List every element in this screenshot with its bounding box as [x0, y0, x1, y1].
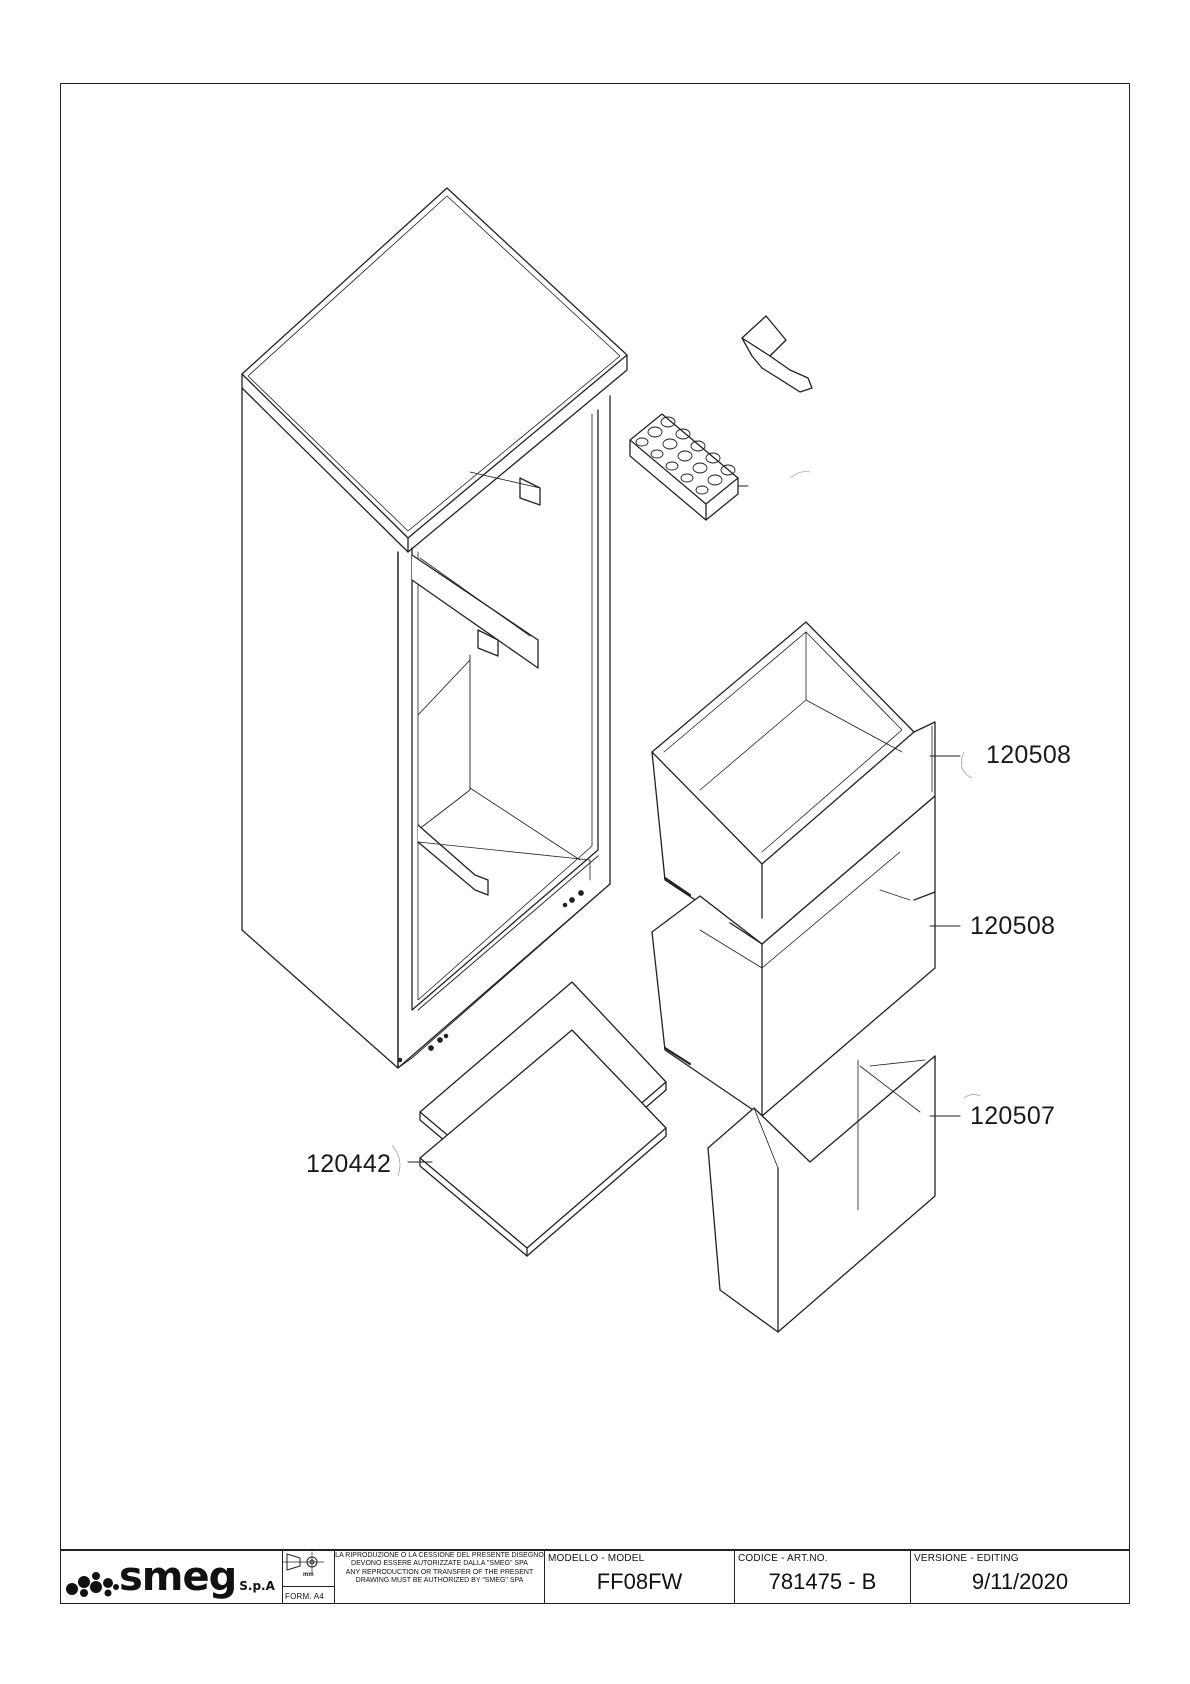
- logo-wordmark: smeg: [119, 1554, 237, 1600]
- version-label: VERSIONE - EDITING: [914, 1553, 1019, 1564]
- callout-120508-top: 120508: [986, 741, 1072, 769]
- model-label: MODELLO - MODEL: [548, 1553, 645, 1564]
- notice-english: ANY REPRODUCTION OR TRANSFER OF THE PRES…: [345, 1569, 534, 1584]
- form-label: FORM. A4: [285, 1592, 324, 1601]
- crisper-drawer-bottom: [707, 1055, 936, 1333]
- projection-symbol: [281, 1551, 325, 1573]
- model-field: MODELLO - MODEL FF08FW: [545, 1550, 735, 1603]
- smeg-logo: smeg S.p.A: [61, 1550, 283, 1603]
- fridge-cabinet: [241, 187, 628, 1069]
- code-field: CODICE - ART.NO. 781475 - B: [735, 1550, 911, 1603]
- version-value: 9/11/2020: [971, 1568, 1069, 1594]
- glass-shelves: [419, 981, 667, 1257]
- title-block: smeg S.p.A mm FORM. A4 LA RIPRODUZIONE O…: [60, 1549, 1130, 1604]
- ice-scraper: [741, 315, 813, 393]
- version-field: VERSIONE - EDITING 9/11/2020: [911, 1550, 1129, 1603]
- ice-tray: [629, 413, 811, 521]
- logo-suffix: S.p.A: [239, 1579, 275, 1593]
- crisper-drawer-middle: [651, 795, 936, 1117]
- callout-120442-shelves: 120442: [306, 1150, 392, 1178]
- cell-divider: [283, 1586, 334, 1587]
- callout-120507-bottom: 120507: [970, 1102, 1056, 1130]
- model-value: FF08FW: [596, 1568, 683, 1594]
- drawing-frame: [60, 83, 1130, 1551]
- copyright-notice: LA RIPRODUZIONE O LA CESSIONE DEL PRESEN…: [335, 1550, 545, 1603]
- notice-italian: LA RIPRODUZIONE O LA CESSIONE DEL PRESEN…: [335, 1552, 544, 1567]
- callout-120508-middle: 120508: [970, 912, 1056, 940]
- unit-label: mm: [303, 1572, 314, 1578]
- leader-lines: [391, 751, 981, 1177]
- projection-cell: mm FORM. A4: [283, 1550, 335, 1603]
- code-value: 781475 - B: [768, 1568, 877, 1594]
- logo-dots-icon: [66, 1572, 119, 1597]
- code-label: CODICE - ART.NO.: [738, 1553, 828, 1564]
